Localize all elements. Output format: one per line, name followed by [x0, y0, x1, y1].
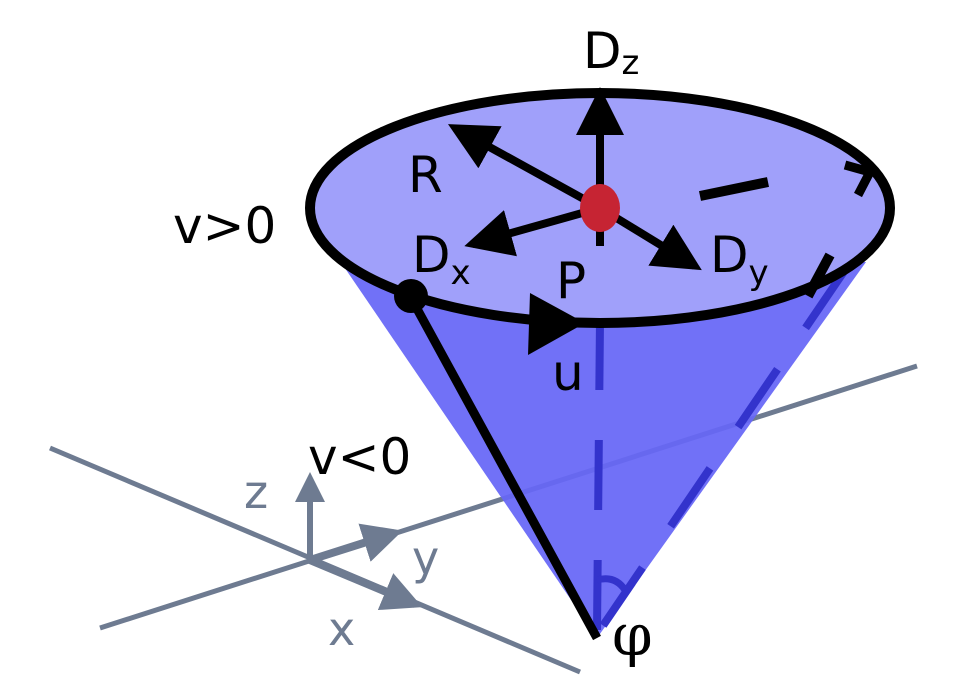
u-arrow-icon [528, 293, 585, 355]
axis-x-arrow [308, 556, 423, 611]
point-p [580, 184, 620, 232]
axis-y-arrow [308, 523, 403, 564]
label-v-negative: v<0 [308, 428, 411, 486]
label-angle-phi: φ [612, 601, 653, 669]
r-arrow [447, 124, 602, 212]
start-point [394, 279, 428, 313]
label-dy: Dy [710, 226, 769, 293]
label-axis-x: x [328, 602, 355, 656]
angle-arc [596, 575, 628, 593]
axis-dashed-line [593, 319, 604, 631]
dx-arrow [464, 204, 602, 257]
cap-dash [698, 177, 770, 201]
hidden-generatrix [596, 267, 849, 633]
label-u: u [552, 344, 584, 402]
label-r: R [408, 146, 443, 204]
label-dz: Dz [583, 22, 639, 83]
cap-dash-2 [803, 252, 835, 299]
label-axis-y: y [412, 531, 439, 585]
label-dx: Dx [412, 226, 471, 293]
generatrix-line [406, 293, 601, 641]
label-axis-z: z [244, 465, 268, 519]
label-v-positive: v>0 [173, 197, 276, 255]
cap-arrow-head [843, 160, 877, 198]
label-p: P [556, 252, 586, 310]
